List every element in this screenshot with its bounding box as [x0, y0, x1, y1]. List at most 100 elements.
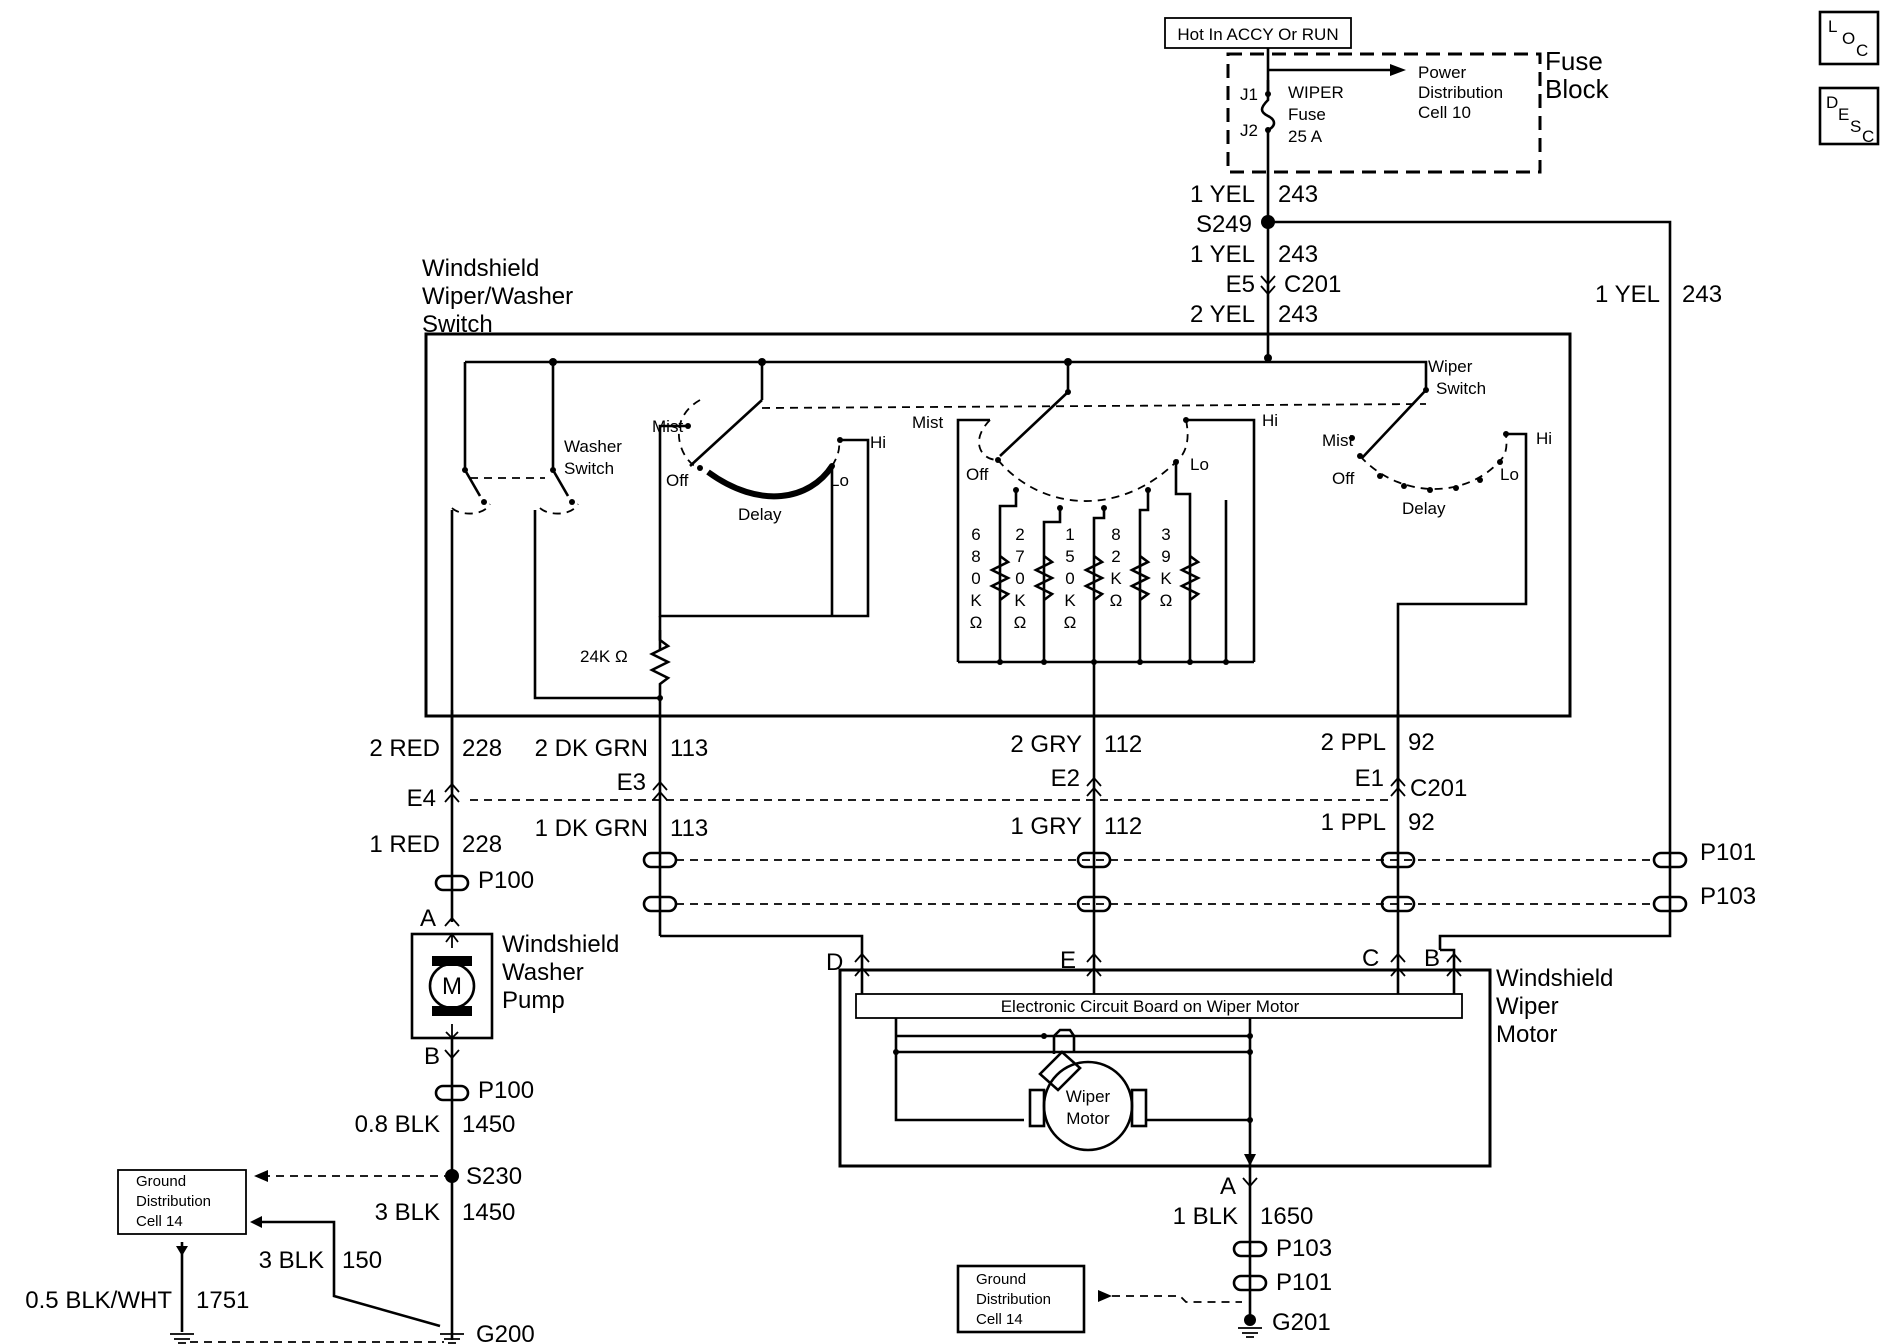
connector-c201-e5: [1260, 275, 1276, 296]
ground-distribution-right: Ground Distribution Cell 14: [956, 1264, 1086, 1334]
wire-ppl-top-circuit: 92: [1408, 729, 1435, 756]
delay-label-3: Delay: [1402, 499, 1446, 518]
c201-label-2: C201: [1410, 775, 1467, 802]
hi-label-1: Hi: [870, 433, 886, 452]
ground-distribution-left: Ground Distribution Cell 14: [117, 1169, 247, 1235]
pump-title-3: Pump: [502, 987, 565, 1014]
motor-title-1: Windshield: [1496, 965, 1613, 992]
feed-wire-2-color: 1 YEL: [1190, 241, 1255, 268]
feed-wire-1-color: 1 YEL: [1190, 181, 1255, 208]
pump-wire-3-circuit: 150: [342, 1247, 382, 1274]
s249-label: S249: [1196, 211, 1252, 238]
c201-label: C201: [1284, 271, 1341, 298]
arrow-right-icon-2: [1098, 1290, 1112, 1302]
wire-gry-bot-circuit: 112: [1104, 813, 1142, 840]
j2-label: J2: [1240, 121, 1258, 140]
off-label-1: Off: [666, 471, 689, 490]
loc-button[interactable]: L O C: [1818, 10, 1880, 66]
pin-e2: E2: [1051, 765, 1080, 792]
wire-ppl-bot-color: 1 PPL: [1321, 809, 1386, 836]
wire-gry-bot-color: 1 GRY: [1010, 813, 1082, 840]
mist-label-3: Mist: [1322, 431, 1353, 450]
wire-dkgrn-bot-color: 1 DK GRN: [535, 815, 648, 842]
resistor-label-char: 9: [1161, 547, 1170, 566]
resistor-label-char: K: [1064, 591, 1076, 610]
c201-pins: [444, 776, 1406, 803]
gd-right-2: Distribution: [976, 1291, 1051, 1308]
feed-wire-3-color: 2 YEL: [1190, 301, 1255, 328]
resistor-label-char: Ω: [1064, 613, 1077, 632]
resistor-label-char: 1: [1065, 525, 1074, 544]
pump-wire-1-color: 0.8 BLK: [355, 1111, 440, 1138]
motor-m-symbol: M: [442, 973, 462, 1000]
pump-pin-b: B: [424, 1043, 440, 1070]
desc-button[interactable]: D E S C: [1818, 86, 1880, 146]
wire-red-bot-color: 1 RED: [369, 831, 440, 858]
motor-pin-c: C: [1362, 945, 1379, 972]
g200-label: G200: [476, 1321, 535, 1344]
wire-gry-top-circuit: 112: [1104, 731, 1142, 758]
desc-s: S: [1850, 117, 1861, 136]
resistor-label-char: 3: [1161, 525, 1170, 544]
wire-gry-top-color: 2 GRY: [1010, 731, 1082, 758]
feed-wire-3-circuit: 243: [1278, 301, 1318, 328]
passthrough-grommets: [434, 851, 1688, 1102]
mist-label-2: Mist: [912, 413, 943, 432]
circuit-board-label: Electronic Circuit Board on Wiper Motor: [1001, 997, 1300, 1016]
arrow-right-icon: [1390, 64, 1406, 76]
resistor-label-char: 2: [1015, 525, 1024, 544]
hot-label-text: Hot In ACCY Or RUN: [1177, 25, 1338, 44]
washer-pump: A M Windshield Washer Pump B: [410, 905, 619, 1070]
resistor-label-char: 8: [971, 547, 980, 566]
desc-e: E: [1838, 105, 1849, 124]
power-dist-1: Power: [1418, 63, 1467, 82]
motor-wire-circuit: 1650: [1260, 1203, 1313, 1230]
gd-left-1: Ground: [136, 1173, 186, 1190]
lo-label-3: Lo: [1500, 465, 1519, 484]
right-feed-circuit: 243: [1682, 281, 1722, 308]
feed-wire-1-circuit: 243: [1278, 181, 1318, 208]
ground-g200-icon: [170, 1333, 464, 1344]
off-label-2: Off: [966, 465, 989, 484]
wiper-motor: D E C B Electronic Circuit Board on Wipe…: [826, 945, 1613, 1168]
resistor-label-char: 8: [1111, 525, 1120, 544]
p103-label-bottom: P103: [1276, 1235, 1332, 1262]
resistor-label-char: 7: [1015, 547, 1024, 566]
hi-label-2: Hi: [1262, 411, 1278, 430]
hot-in-accy-run-label: Hot In ACCY Or RUN: [1164, 17, 1352, 49]
resistor-label-char: 0: [1065, 569, 1074, 588]
c201-e5-pin: E5: [1226, 271, 1255, 298]
pump-wire-4-color: 0.5 BLK/WHT: [25, 1287, 172, 1314]
p101-label-bottom: P101: [1276, 1269, 1332, 1296]
delay-label-1: Delay: [738, 505, 782, 524]
lo-label-1: Lo: [830, 471, 849, 490]
pump-wire-3-color: 3 BLK: [259, 1247, 324, 1274]
pump-wire-1-circuit: 1450: [462, 1111, 515, 1138]
pump-wire-2-color: 3 BLK: [375, 1199, 440, 1226]
pin-e1: E1: [1355, 765, 1384, 792]
motor-inner-label-1: Wiper: [1066, 1087, 1111, 1106]
gd-left-2: Distribution: [136, 1193, 211, 1210]
pump-pin-a: A: [420, 905, 436, 932]
right-feed-color: 1 YEL: [1595, 281, 1660, 308]
p103-label: P103: [1700, 883, 1756, 910]
hi-label-3: Hi: [1536, 429, 1552, 448]
loc-c: C: [1856, 41, 1868, 60]
motor-pin-e: E: [1060, 947, 1076, 974]
pump-wire-2-circuit: 1450: [462, 1199, 515, 1226]
fuse-name-1: WIPER: [1288, 83, 1344, 102]
wire-dkgrn-bot-circuit: 113: [670, 815, 708, 842]
fuse-name-2: Fuse: [1288, 105, 1326, 124]
arrow-left-icon: [254, 1170, 268, 1182]
feed-wire-2-circuit: 243: [1278, 241, 1318, 268]
motor-pin-a: A: [1220, 1173, 1236, 1200]
motor-pin-b: B: [1424, 945, 1440, 972]
resistor-24k-label: 24K Ω: [580, 647, 628, 666]
s230-label: S230: [466, 1163, 522, 1190]
motor-wire-color: 1 BLK: [1173, 1203, 1238, 1230]
motor-inner-label-2: Motor: [1066, 1109, 1110, 1128]
resistor-label-char: 5: [1065, 547, 1074, 566]
wire-dkgrn-top-circuit: 113: [670, 735, 708, 762]
